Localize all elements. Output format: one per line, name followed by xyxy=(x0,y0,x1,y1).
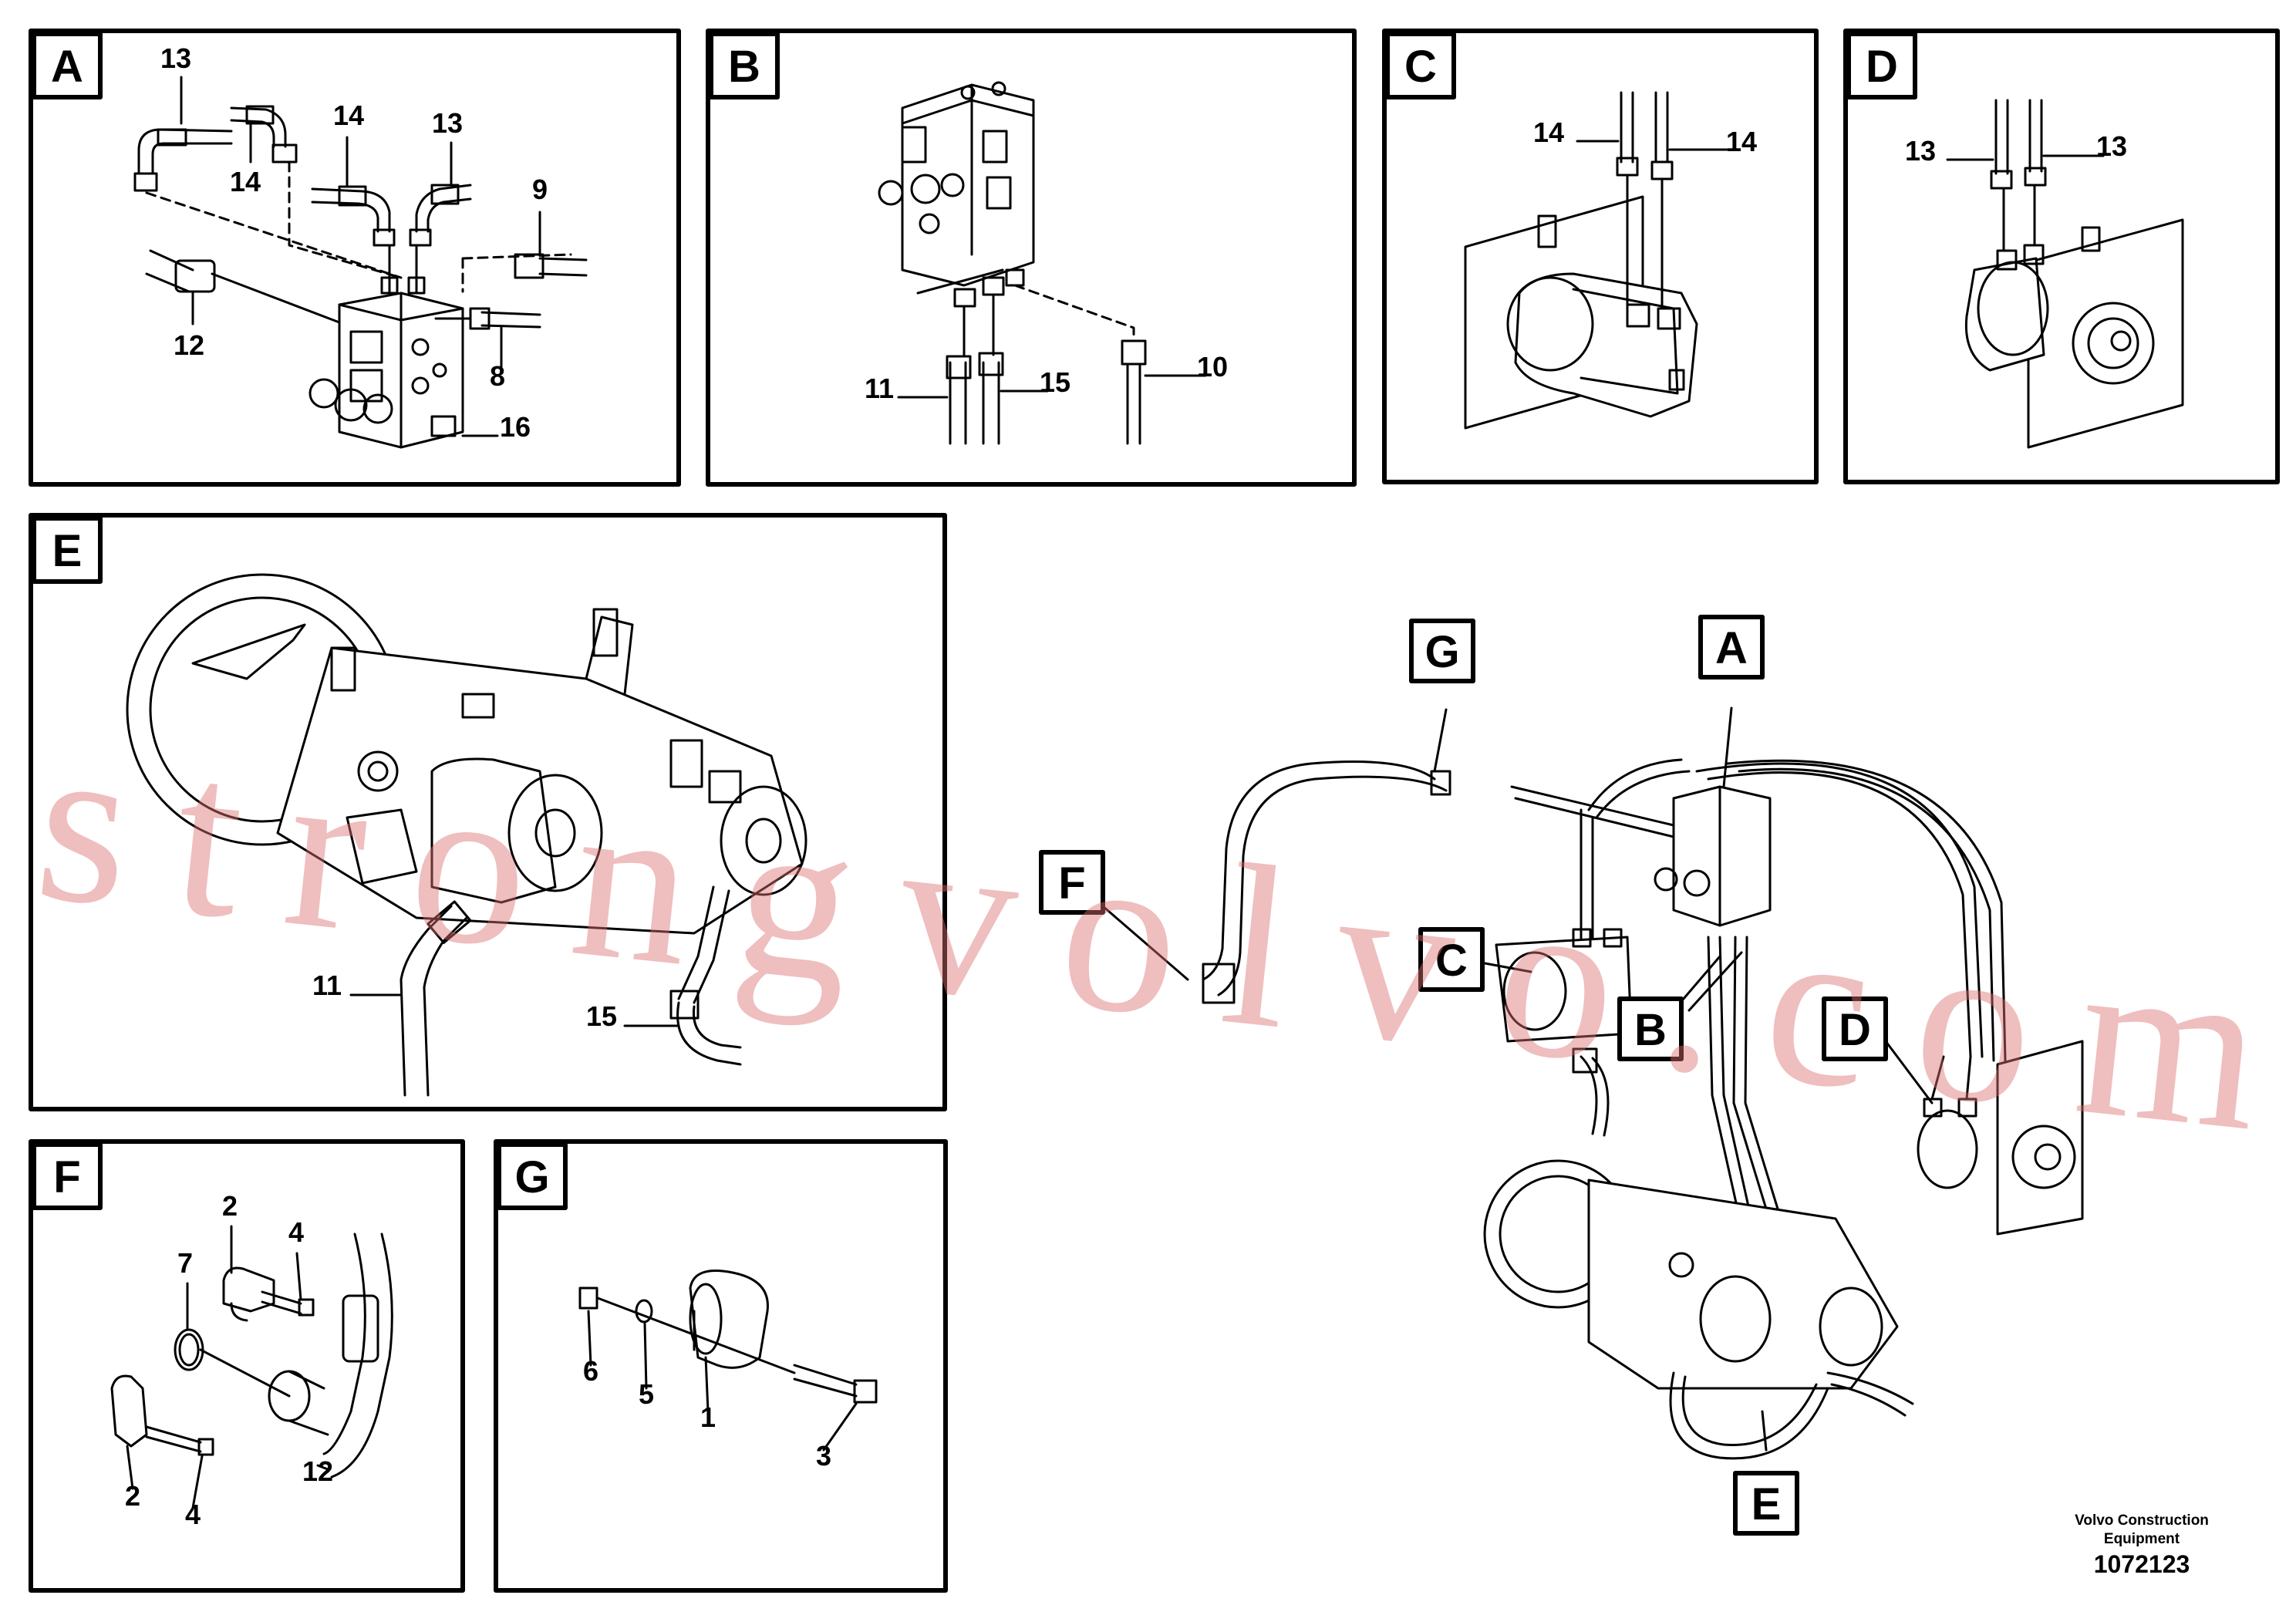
overview-tag-d-box xyxy=(1822,996,1888,1061)
panel-tag-b-box xyxy=(709,32,780,99)
overview-tag-f: F xyxy=(1058,858,1085,909)
panel-tag-d: D xyxy=(1866,42,1898,92)
panel-d-drawing xyxy=(1964,99,2184,449)
callout-number: 12 xyxy=(174,329,204,361)
callout-number: 14 xyxy=(333,99,364,131)
callout-number: 14 xyxy=(230,166,261,197)
overview-tag-g: G xyxy=(1424,627,1459,677)
panel-tag-a: A xyxy=(51,42,83,92)
callout-number: 8 xyxy=(490,360,505,392)
callout-number: 16 xyxy=(500,411,531,443)
overview-tag-e-box xyxy=(1733,1471,1799,1536)
overview-tag-e: E xyxy=(1752,1479,1782,1529)
overview-tag-a-box xyxy=(1698,615,1765,679)
panel-frames xyxy=(29,29,2280,1593)
overview-tag-a: A xyxy=(1715,623,1748,673)
callout-number: 12 xyxy=(302,1455,333,1487)
panel-tag-f-box xyxy=(32,1142,103,1210)
callout-number: 13 xyxy=(1905,135,1936,167)
overview-drawing xyxy=(1101,706,2084,1460)
panel-tag-a-box xyxy=(32,32,103,99)
callout-number: 15 xyxy=(1040,366,1070,398)
panel-tag-e: E xyxy=(52,526,83,576)
callout-number: 13 xyxy=(160,42,191,74)
panel-g-drawing xyxy=(578,1270,878,1404)
callout-number: 1 xyxy=(700,1401,716,1433)
callout-number: 9 xyxy=(532,174,548,205)
panel-tag-g: G xyxy=(514,1152,549,1202)
panel-tag-d-box xyxy=(1846,32,1917,99)
callout-number: 4 xyxy=(288,1216,304,1248)
callout-number: 3 xyxy=(816,1440,831,1472)
panel-tag-f: F xyxy=(53,1152,80,1202)
panel-e-drawing xyxy=(126,573,807,1097)
callout-number: 15 xyxy=(586,1000,617,1032)
callout-number: 2 xyxy=(222,1190,238,1222)
overview-tag-boxes: G A F C B D E xyxy=(1039,615,1888,1536)
panel-tag-c-box xyxy=(1385,32,1456,99)
overview-tag-b-box xyxy=(1617,996,1684,1061)
panel-tag-g-box xyxy=(497,1142,568,1210)
callout-number: 10 xyxy=(1197,351,1228,383)
callout-number: 14 xyxy=(1726,126,1757,157)
panel-tag-e-box xyxy=(32,516,103,584)
footer-drawing-number: 1072123 xyxy=(2093,1550,2190,1578)
overview-tag-f-box xyxy=(1039,850,1105,915)
panel-tag-c: C xyxy=(1404,42,1437,92)
panel-a-drawing xyxy=(133,105,588,449)
overview-tag-d: D xyxy=(1839,1005,1871,1055)
overview-tag-c: C xyxy=(1435,936,1468,986)
footer-company: Volvo Construction Equipment xyxy=(2075,1512,2209,1547)
overview-tag-b: B xyxy=(1634,1005,1667,1055)
callout-number: 7 xyxy=(177,1247,193,1279)
callout-leaders xyxy=(126,76,2105,1509)
callout-number: 4 xyxy=(185,1499,201,1530)
callout-number: 14 xyxy=(1533,116,1564,148)
panel-b-drawing xyxy=(878,81,1147,445)
panel-tag-b: B xyxy=(728,42,760,92)
panel-c-drawing xyxy=(1464,91,1698,430)
overview-tag-c-box xyxy=(1418,927,1485,992)
overview-tag-g-box xyxy=(1409,619,1475,683)
callout-number: 6 xyxy=(583,1355,598,1387)
panel-tag-boxes: A B C D E F G xyxy=(32,32,1917,1210)
callout-number: 11 xyxy=(865,373,894,404)
callout-number: 2 xyxy=(125,1480,140,1512)
callout-number: 5 xyxy=(639,1378,654,1410)
callout-number: 11 xyxy=(312,969,342,1001)
callout-number: 13 xyxy=(2096,130,2127,162)
callout-number: 13 xyxy=(432,107,463,139)
panel-f-drawing xyxy=(110,1233,393,1479)
